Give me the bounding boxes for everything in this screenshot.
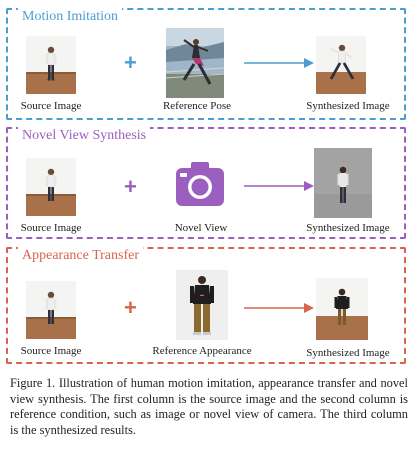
source-image-photo [26, 36, 76, 94]
arrow-icon [244, 181, 314, 191]
plus-icon: + [124, 50, 137, 75]
reference-appearance-label: Reference Appearance [152, 345, 252, 357]
reference-pose-label: Reference Pose [162, 100, 232, 112]
source-image-label: Source Image [20, 345, 82, 357]
source-image-photo [26, 281, 76, 339]
svg-text:▬: ▬ [200, 292, 204, 297]
reference-pose-photo [166, 28, 224, 98]
arrow-icon [244, 303, 314, 313]
panel-title: Motion Imitation [18, 8, 123, 26]
panel-title: Novel View Synthesis [18, 127, 151, 145]
camera-icon [174, 160, 226, 208]
plus-icon: + [124, 295, 137, 320]
panel-motion-imitation: Motion Imitation [6, 8, 406, 120]
arrow-icon [244, 58, 314, 68]
synthesized-image-label: Synthesized Image [306, 222, 390, 234]
panel-title: Appearance Transfer [18, 247, 144, 265]
source-image-label: Source Image [20, 100, 82, 112]
plus-icon: + [124, 174, 137, 199]
novel-view-label: Novel View [174, 222, 228, 234]
synthesized-image-label: Synthesized Image [306, 347, 390, 359]
synthesized-image-photo [314, 148, 372, 218]
figure-caption: Figure 1. Illustration of human motion i… [10, 376, 408, 437]
synthesized-image-label: Synthesized Image [306, 100, 390, 112]
source-image-label: Source Image [20, 222, 82, 234]
reference-appearance-photo: ▬ [176, 270, 228, 340]
source-image-photo [26, 158, 76, 216]
synthesized-image-photo [316, 36, 366, 94]
panel-appearance-transfer: Appearance Transfer [6, 247, 406, 364]
panel-novel-view-synthesis: Novel View Synthesis [6, 127, 406, 239]
synthesized-image-photo [316, 278, 368, 340]
